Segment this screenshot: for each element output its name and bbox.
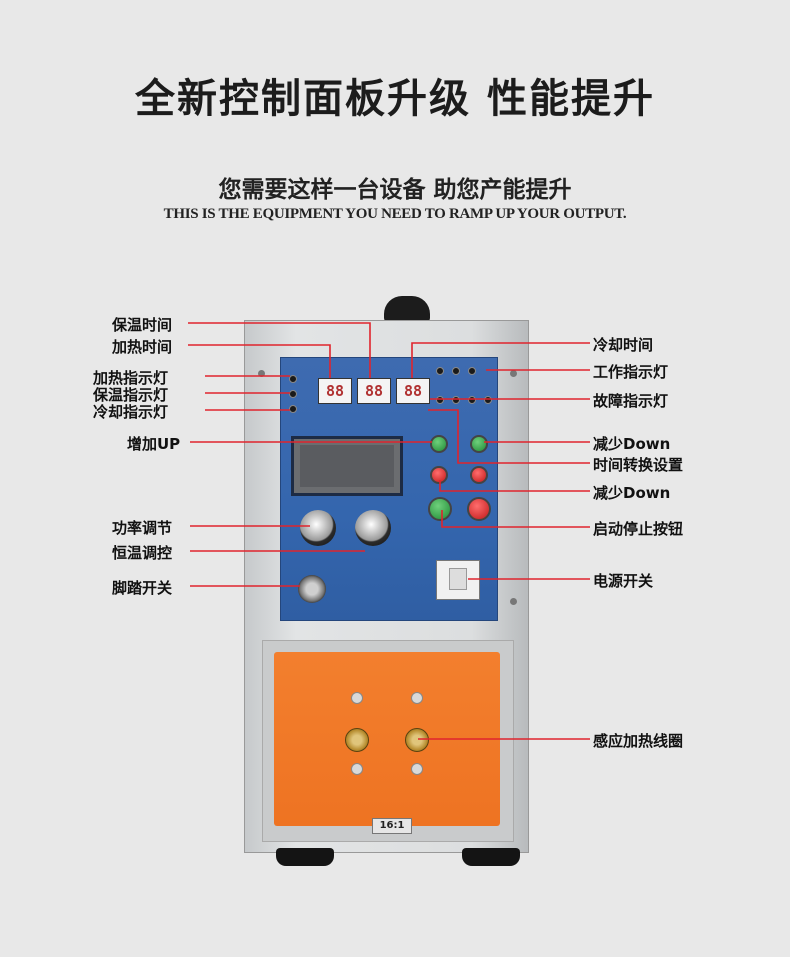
label-work-indicator: 工作指示灯 bbox=[593, 363, 669, 381]
decrease-down-button-2[interactable] bbox=[430, 466, 448, 484]
fault-indicator-led bbox=[452, 396, 460, 404]
increase-up-button[interactable] bbox=[430, 435, 448, 453]
heat-time-display: 88 bbox=[357, 378, 391, 404]
fault-indicator-led bbox=[484, 396, 492, 404]
bolt bbox=[411, 692, 423, 704]
label-fault-indicator: 故障指示灯 bbox=[593, 392, 669, 410]
page-title: 全新控制面板升级 性能提升 bbox=[135, 76, 655, 122]
bolt bbox=[351, 692, 363, 704]
label-foot-switch: 脚踏开关 bbox=[112, 579, 173, 597]
cooling-indicator-led bbox=[289, 405, 297, 413]
label-heat-time: 加热时间 bbox=[112, 338, 173, 356]
label-decrease-down-2: 减少Down bbox=[593, 484, 671, 502]
work-indicator-led bbox=[436, 367, 444, 375]
lcd-screen bbox=[291, 436, 403, 496]
fault-indicator-led bbox=[468, 396, 476, 404]
time-switch-button[interactable] bbox=[470, 466, 488, 484]
label-increase-up: 增加UP bbox=[127, 435, 181, 453]
label-power-adjust: 功率调节 bbox=[112, 519, 173, 537]
holding-indicator-led bbox=[289, 390, 297, 398]
label-power-switch: 电源开关 bbox=[593, 572, 654, 590]
label-hold-indicator: 保温指示灯 bbox=[93, 386, 169, 404]
heating-indicator-led bbox=[289, 375, 297, 383]
bolt bbox=[351, 763, 363, 775]
coil-terminal-left[interactable] bbox=[345, 728, 369, 752]
start-button[interactable] bbox=[428, 497, 452, 521]
bolt bbox=[411, 763, 423, 775]
machine-foot-left bbox=[276, 848, 334, 866]
top-handle bbox=[384, 296, 430, 322]
fault-indicator-led bbox=[436, 396, 444, 404]
label-time-switch: 时间转换设置 bbox=[593, 456, 684, 474]
power-adjust-knob[interactable] bbox=[300, 510, 336, 546]
work-indicator-led bbox=[468, 367, 476, 375]
subtitle: 您需要这样一台设备 助您产能提升 bbox=[218, 177, 572, 203]
foot-switch-socket[interactable] bbox=[298, 575, 326, 603]
screw bbox=[510, 370, 517, 377]
coil-ratio-label: 16:1 bbox=[372, 818, 412, 834]
label-decrease-down: 减少Down bbox=[593, 435, 671, 453]
thermostat-knob[interactable] bbox=[355, 510, 391, 546]
stop-button[interactable] bbox=[467, 497, 491, 521]
screw bbox=[258, 370, 265, 377]
machine-foot-right bbox=[462, 848, 520, 866]
label-induction-coil: 感应加热线圈 bbox=[593, 732, 684, 750]
label-cool-indicator: 冷却指示灯 bbox=[93, 403, 169, 421]
label-start-stop: 启动停止按钮 bbox=[593, 520, 684, 538]
cool-time-display: 88 bbox=[396, 378, 430, 404]
label-thermostat: 恒温调控 bbox=[112, 544, 173, 562]
label-heat-indicator: 加热指示灯 bbox=[93, 369, 169, 387]
label-cool-time: 冷却时间 bbox=[593, 336, 654, 354]
work-indicator-led bbox=[452, 367, 460, 375]
power-switch[interactable] bbox=[436, 560, 480, 600]
subtitle-english: THIS IS THE EQUIPMENT YOU NEED TO RAMP U… bbox=[163, 206, 627, 222]
screw bbox=[510, 598, 517, 605]
coil-terminal-right[interactable] bbox=[405, 728, 429, 752]
hold-time-display: 88 bbox=[318, 378, 352, 404]
decrease-down-button[interactable] bbox=[470, 435, 488, 453]
label-hold-time: 保温时间 bbox=[112, 316, 173, 334]
